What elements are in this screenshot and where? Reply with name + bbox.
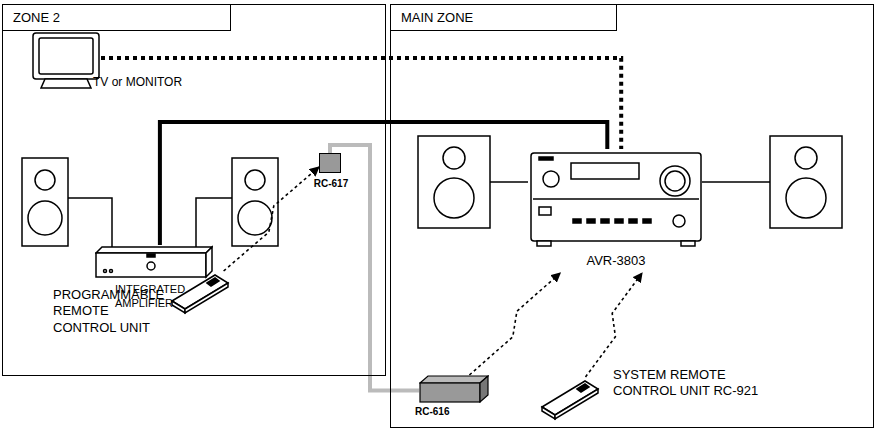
device-label: RC-616 bbox=[415, 406, 475, 419]
ir-signal-arrow bbox=[586, 273, 643, 377]
ir-distributor: RC-616 bbox=[419, 375, 489, 403]
cable-connector bbox=[101, 58, 621, 149]
receiver-icon bbox=[529, 149, 703, 249]
device-label: RC-617 bbox=[306, 178, 356, 191]
device-label: TV or MONITOR bbox=[93, 75, 213, 90]
device-label: AVR-3803 bbox=[529, 253, 703, 269]
remote-control: PROGRAMMABLE REMOTE CONTROL UNIT bbox=[169, 271, 231, 315]
zone-region: ZONE 2TV or MONITORRC-617INTEGRATED AMPL… bbox=[2, 4, 386, 376]
amplifier-icon bbox=[95, 245, 213, 279]
zone-heading: ZONE 2 bbox=[3, 5, 231, 31]
device-label: PROGRAMMABLE REMOTE CONTROL UNIT bbox=[53, 287, 165, 336]
ir-receiver: RC-617 bbox=[319, 153, 341, 173]
remote-icon bbox=[539, 377, 601, 421]
av-receiver: AVR-3803 bbox=[529, 149, 703, 273]
device-label: SYSTEM REMOTE CONTROL UNIT RC-921 bbox=[613, 367, 773, 400]
ir-signal-arrow bbox=[224, 167, 319, 271]
zone-region: MAIN ZONE AVR-3803RC-616 SYSTEM REMOTE CON… bbox=[390, 4, 874, 428]
tv-icon bbox=[31, 31, 101, 91]
system-remote: SYSTEM REMOTE CONTROL UNIT RC-921 bbox=[539, 377, 601, 421]
tv-monitor: TV or MONITOR bbox=[31, 31, 101, 91]
ir-signal-arrow bbox=[469, 273, 560, 375]
ir-base-icon bbox=[419, 375, 489, 403]
integrated-amplifier: INTEGRATED AMPLIFIER bbox=[95, 245, 213, 279]
remote-icon bbox=[169, 271, 231, 315]
zone-heading: MAIN ZONE bbox=[391, 5, 617, 31]
